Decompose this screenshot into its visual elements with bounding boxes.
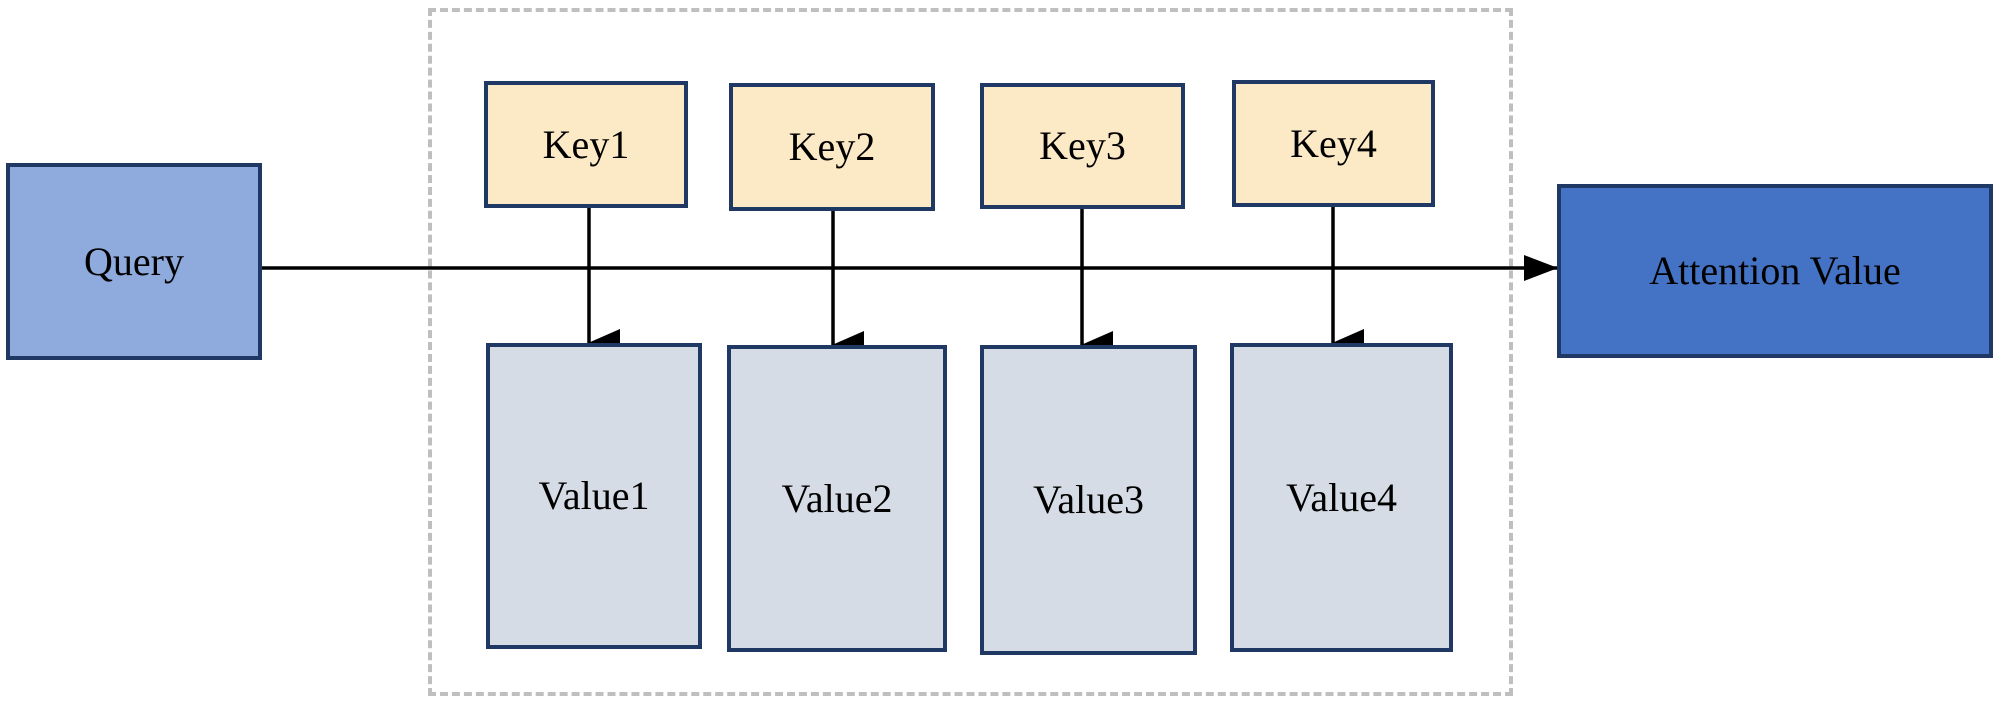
node-key-1-label: Key1 [542,121,630,167]
node-key-4[interactable]: Key4 [1232,80,1435,207]
node-value-4-label: Value4 [1285,474,1398,520]
node-key-4-label: Key4 [1290,120,1377,166]
node-value-3-label: Value3 [1032,477,1145,522]
node-key-3-label: Key3 [1039,123,1126,168]
node-value-2-label: Value2 [781,475,893,521]
node-value-4[interactable]: Value4 [1230,343,1453,652]
node-attention-value-label: Attention Value [1649,248,1901,293]
node-query-label: Query [84,238,184,284]
node-key-1[interactable]: Key1 [484,81,688,208]
node-query[interactable]: Query [6,163,262,360]
node-key-2[interactable]: Key2 [729,83,935,211]
node-attention-value[interactable]: Attention Value [1557,184,1993,358]
node-value-3[interactable]: Value3 [980,345,1197,655]
node-key-3[interactable]: Key3 [980,83,1185,209]
node-value-1[interactable]: Value1 [486,343,702,649]
node-value-2[interactable]: Value2 [727,345,947,652]
node-value-1-label: Value1 [538,473,650,518]
key-value-group-container [428,8,1513,696]
node-key-2-label: Key2 [788,124,876,169]
